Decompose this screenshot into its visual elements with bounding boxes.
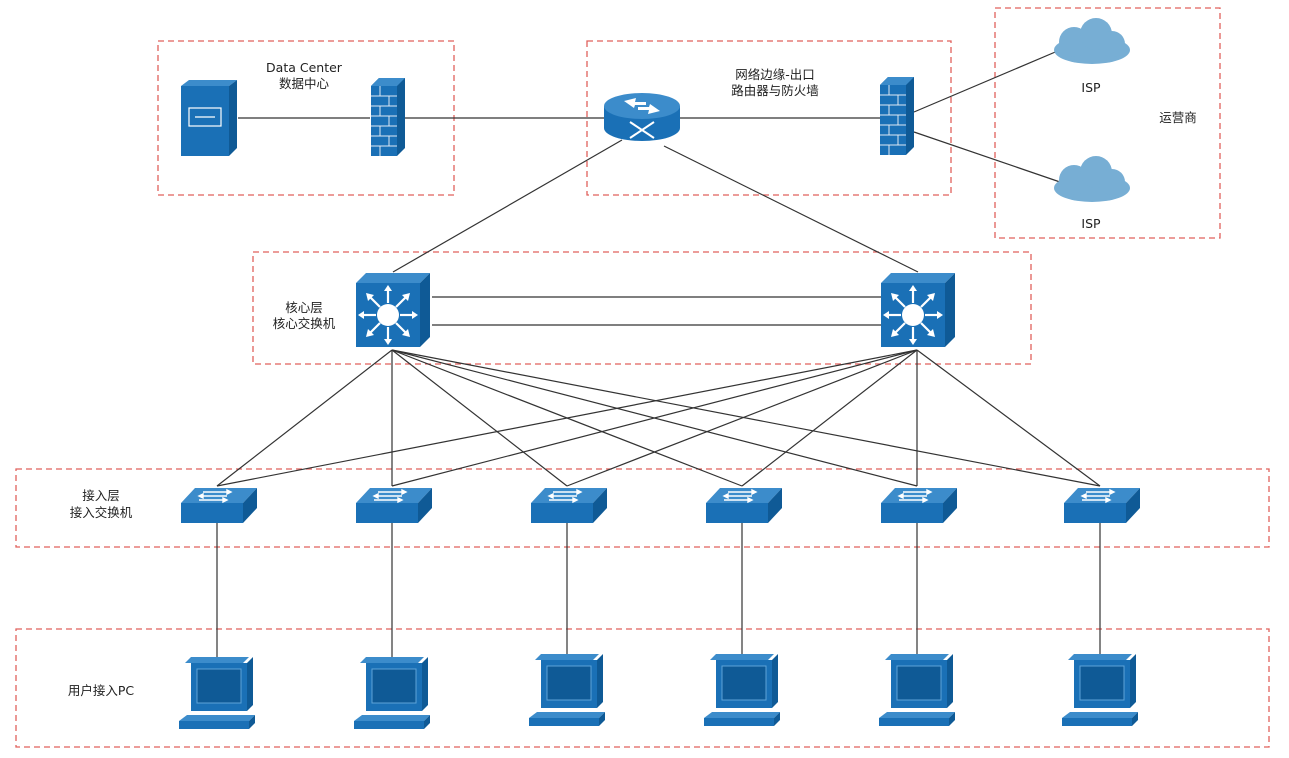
pc-icon bbox=[878, 653, 956, 727]
access-subtitle: 接入交换机 bbox=[70, 505, 133, 520]
core-switch-icon bbox=[354, 271, 432, 349]
zone-isp bbox=[994, 7, 1221, 239]
zone-edge bbox=[586, 40, 952, 196]
pc-icon bbox=[353, 656, 431, 730]
firewall-icon bbox=[370, 77, 406, 157]
links bbox=[216, 49, 1101, 658]
core-switch-icon bbox=[879, 271, 957, 349]
datacenter-title: Data Center bbox=[266, 60, 343, 75]
access-title: 接入层 bbox=[82, 488, 120, 503]
core-subtitle: 核心交换机 bbox=[273, 316, 336, 331]
firewall-icon bbox=[879, 76, 915, 156]
router-icon bbox=[604, 93, 680, 141]
zone-access bbox=[15, 468, 1270, 548]
access-switch-icon bbox=[180, 487, 258, 524]
pc-icon bbox=[178, 656, 256, 730]
access-switch-icon bbox=[530, 487, 608, 524]
datacenter-subtitle: 数据中心 bbox=[279, 76, 330, 91]
core-title: 核心层 bbox=[285, 300, 323, 315]
access-switch-icon bbox=[355, 487, 433, 524]
server-icon bbox=[181, 80, 237, 156]
isp-label-top: ISP bbox=[1081, 80, 1101, 95]
pc-icon bbox=[528, 653, 606, 727]
users-title: 用户接入PC bbox=[68, 683, 135, 698]
zone-users bbox=[15, 628, 1270, 748]
pc-icon bbox=[1061, 653, 1139, 727]
zone-core bbox=[252, 251, 1032, 365]
access-switch-icon bbox=[705, 487, 783, 524]
access-switch-icon bbox=[880, 487, 958, 524]
isp-group-label: 运营商 bbox=[1159, 110, 1197, 125]
access-switch-icon bbox=[1063, 487, 1141, 524]
edge-subtitle: 路由器与防火墙 bbox=[731, 83, 819, 98]
pc-icon bbox=[703, 653, 781, 727]
cloud-icon bbox=[1054, 156, 1130, 202]
edge-title: 网络边缘-出口 bbox=[735, 67, 815, 82]
isp-label-bottom: ISP bbox=[1081, 216, 1101, 231]
cloud-icon bbox=[1054, 18, 1130, 64]
